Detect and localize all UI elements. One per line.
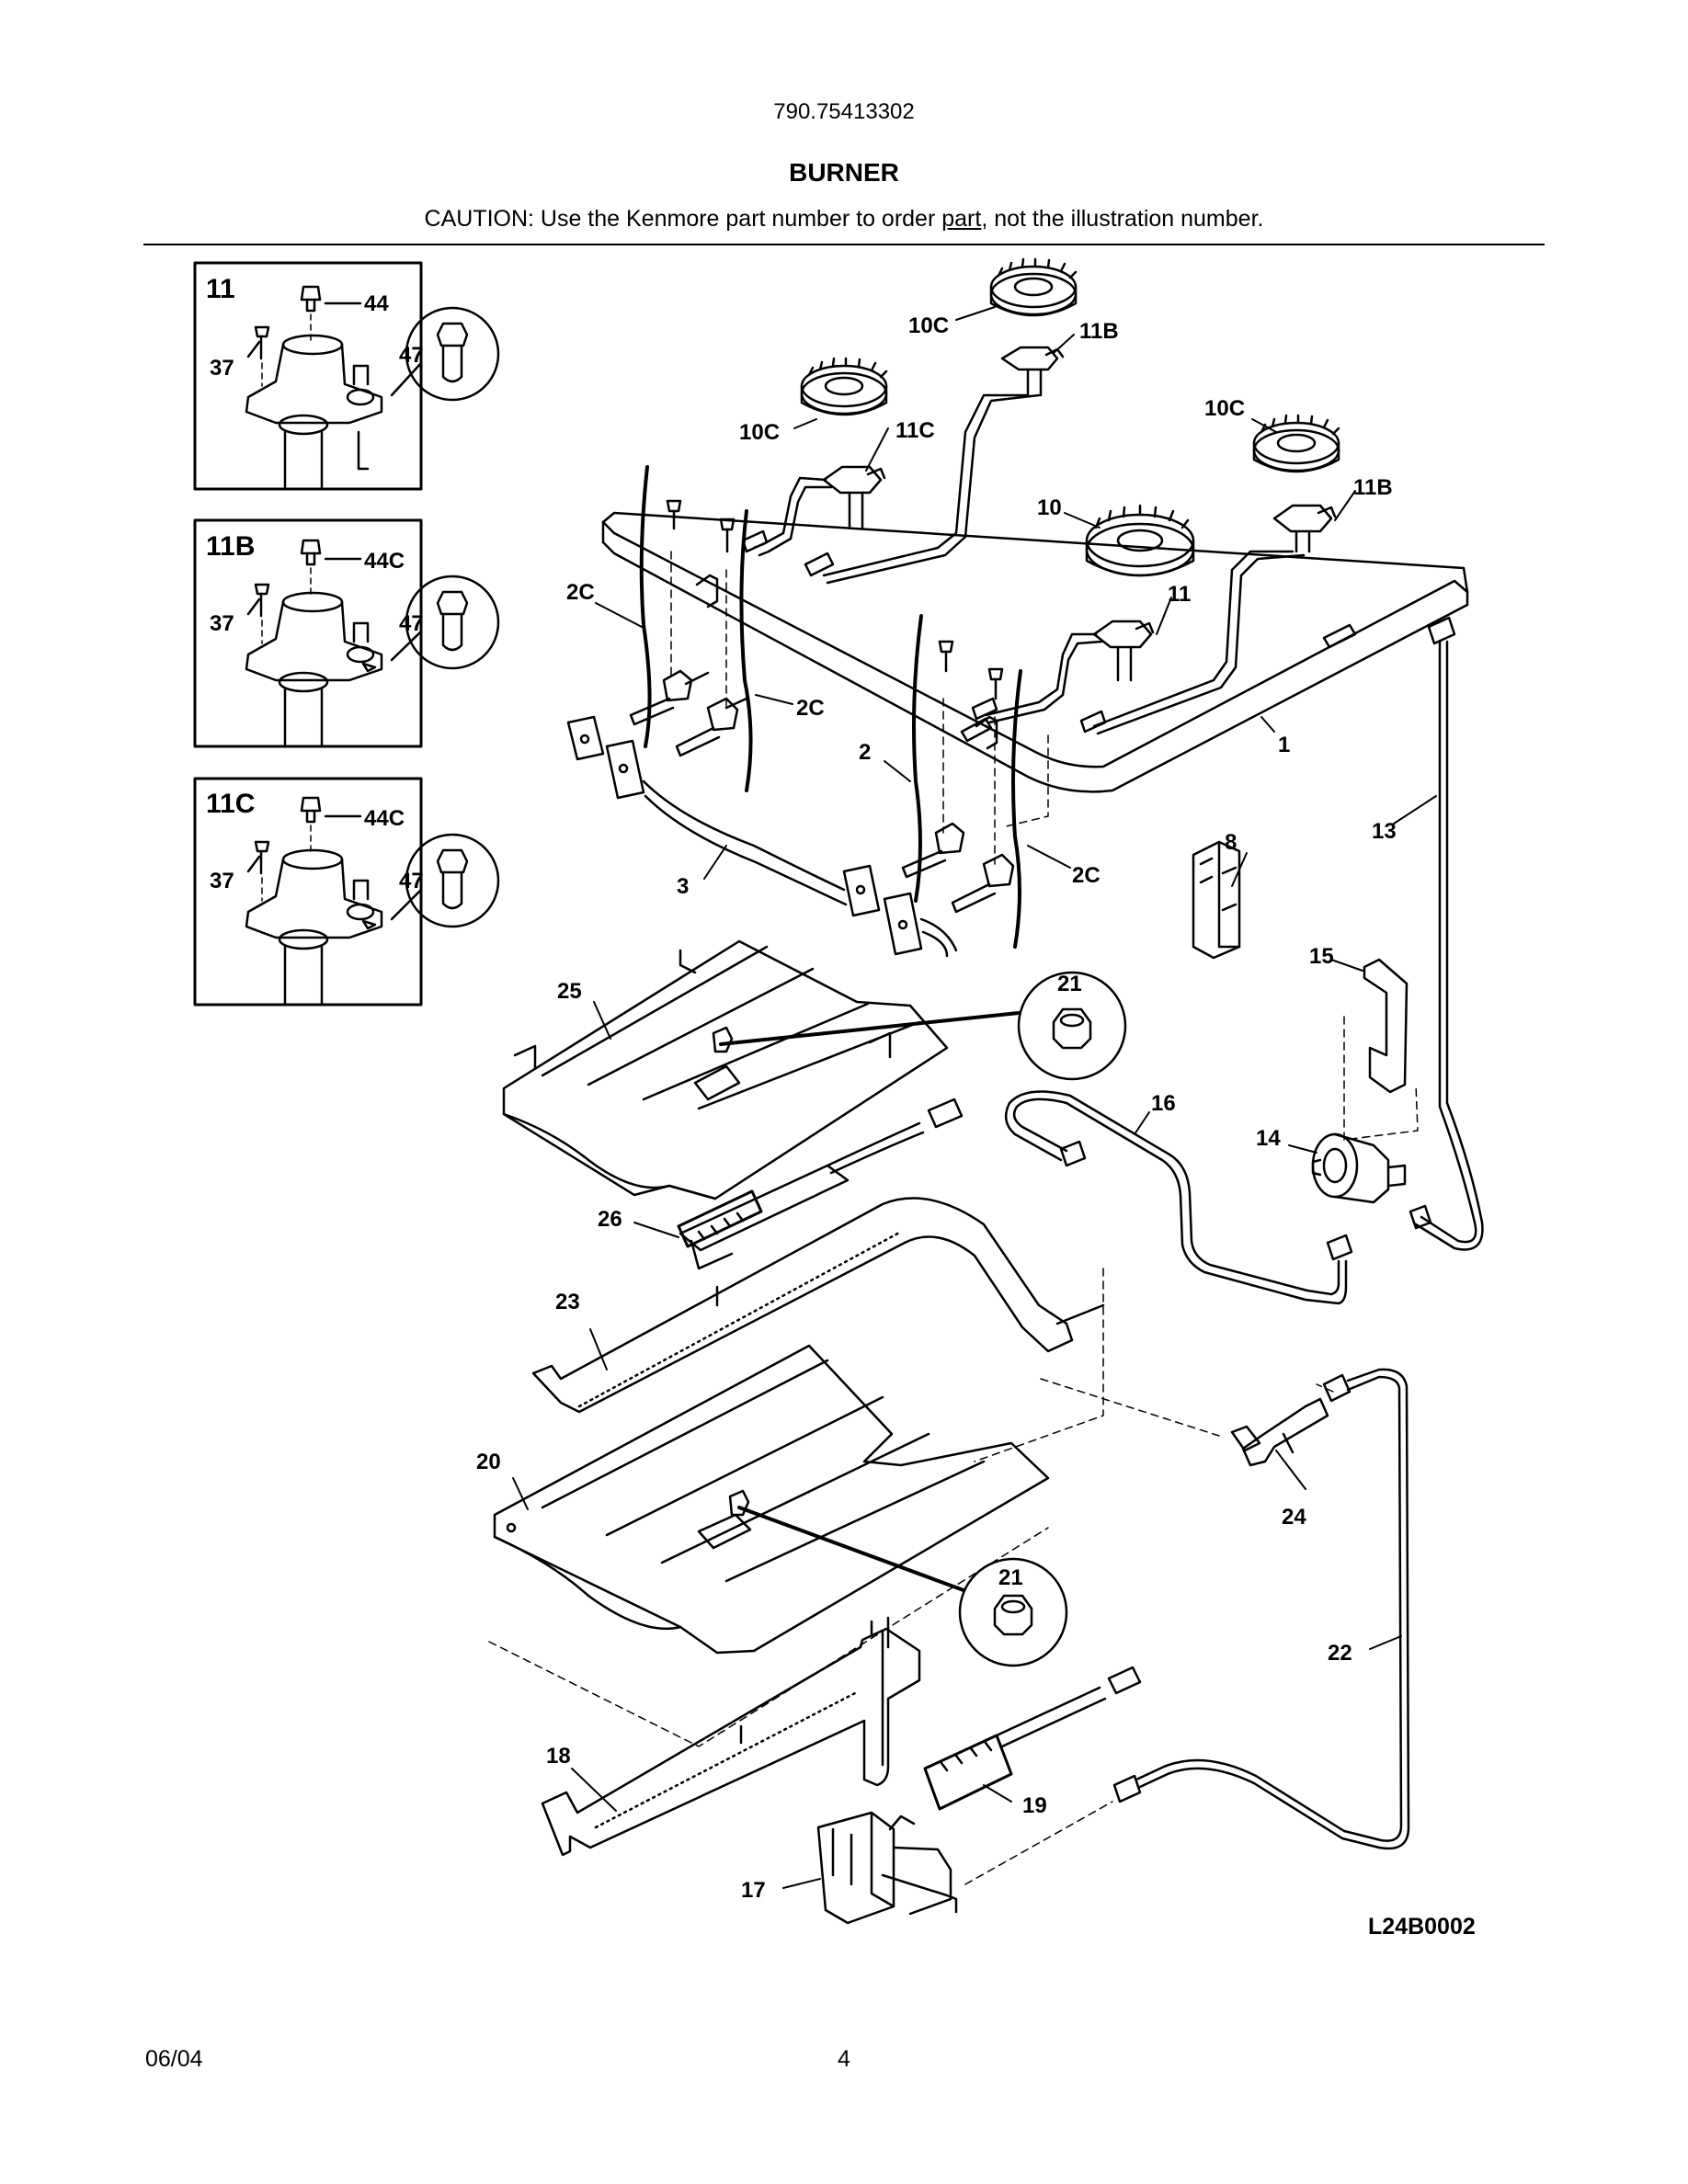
burner-head-10c-left — [800, 357, 888, 416]
burner-baffle-lower — [488, 1344, 1050, 1747]
caution-part-word: part — [941, 206, 982, 232]
manifold-pipe — [601, 511, 1469, 793]
callout-2c-middle[interactable]: 2C — [796, 696, 825, 721]
safety-valve — [816, 1801, 1113, 1925]
inset-11b-label-44c: 44C — [364, 549, 405, 574]
tube-fittings — [741, 529, 1107, 734]
inset-box-11 — [193, 261, 500, 491]
callout-1[interactable]: 1 — [1278, 733, 1290, 757]
callout-11b-top[interactable]: 11B — [1079, 319, 1119, 344]
diagram-reference-code: L24B0002 — [1368, 1914, 1476, 1939]
gas-valves-left — [629, 669, 748, 757]
callout-11b-right[interactable]: 11B — [1353, 475, 1393, 500]
igniter-upper — [677, 1098, 964, 1270]
inset-11b-label-47: 47 — [399, 611, 424, 636]
caution-note: CAUTION: Use the Kenmore part number to … — [0, 206, 1688, 233]
tube-16 — [1004, 1090, 1353, 1305]
oven-burner-upper — [531, 1197, 1105, 1462]
inset-11-label-44: 44 — [364, 291, 389, 316]
pressure-regulator — [1311, 1132, 1407, 1204]
burner-shield-upper — [502, 939, 949, 1200]
gas-valves-right — [901, 822, 1015, 914]
callout-2c-right[interactable]: 2C — [1072, 863, 1101, 888]
inset-11c-label-44c: 44C — [364, 806, 405, 831]
callout-18[interactable]: 18 — [546, 1744, 571, 1769]
callout-21-upper[interactable]: 21 — [1057, 972, 1082, 996]
inset-11-label-47: 47 — [399, 343, 424, 368]
callout-3[interactable]: 3 — [677, 874, 689, 899]
inset-box-11c — [193, 777, 500, 1007]
callout-22[interactable]: 22 — [1328, 1641, 1352, 1666]
section-title: BURNER — [789, 158, 899, 187]
inset-title-11c: 11C — [206, 789, 255, 819]
caution-suffix: , not the illustration number. — [981, 206, 1264, 232]
callout-leaders[interactable] — [512, 306, 1437, 1889]
valve-bracket-right — [912, 614, 1049, 949]
callout-2[interactable]: 2 — [859, 740, 871, 765]
callout-10[interactable]: 10 — [1037, 495, 1062, 520]
burner-head-10 — [1085, 504, 1195, 577]
valve-bracket-15 — [1343, 958, 1419, 1141]
inset-title-11: 11 — [206, 274, 235, 304]
callout-15[interactable]: 15 — [1309, 944, 1334, 969]
callout-24[interactable]: 24 — [1282, 1505, 1306, 1530]
wire-harness — [566, 715, 958, 958]
callout-26[interactable]: 26 — [598, 1207, 622, 1232]
broil-burner-lower — [541, 1616, 921, 1857]
nut-detail-lower — [728, 1489, 1068, 1667]
callout-20[interactable]: 20 — [476, 1450, 501, 1474]
burner-base-11b-right — [1092, 504, 1337, 735]
callout-10c-top[interactable]: 10C — [908, 313, 949, 338]
callout-2c-left[interactable]: 2C — [566, 580, 595, 605]
callout-17[interactable]: 17 — [741, 1878, 766, 1903]
inset-box-11b — [193, 518, 500, 748]
callout-13[interactable]: 13 — [1372, 819, 1397, 844]
model-number: 790.75413302 — [773, 99, 915, 124]
burner-base-11c-left — [752, 465, 886, 557]
callout-19[interactable]: 19 — [1022, 1793, 1047, 1818]
burner-head-10c-top — [989, 257, 1078, 317]
caution-prefix: CAUTION: Use the Kenmore part number to … — [424, 206, 942, 232]
igniter-lower — [923, 1666, 1142, 1811]
nut-detail-upper — [712, 971, 1127, 1081]
callout-14[interactable]: 14 — [1256, 1126, 1281, 1151]
callout-11[interactable]: 11 — [1168, 582, 1191, 607]
inset-11-label-37: 37 — [210, 356, 234, 381]
callout-11c[interactable]: 11C — [895, 418, 935, 443]
elbow-fitting — [1040, 1378, 1334, 1467]
callout-23[interactable]: 23 — [555, 1290, 580, 1314]
callout-10c-right[interactable]: 10C — [1204, 396, 1245, 421]
footer-date: 06/04 — [145, 2046, 203, 2072]
inset-11c-label-47: 47 — [399, 869, 424, 893]
tube-13 — [1409, 616, 1484, 1251]
callout-16[interactable]: 16 — [1151, 1091, 1176, 1116]
callout-21-lower[interactable]: 21 — [998, 1565, 1023, 1590]
burner-head-10c-right — [1252, 414, 1340, 473]
callout-8[interactable]: 8 — [1225, 830, 1237, 855]
burner-base-11 — [984, 620, 1155, 724]
spark-module — [1192, 840, 1241, 960]
callout-10c-left[interactable]: 10C — [739, 420, 780, 445]
header-rule — [143, 244, 1545, 245]
inset-11c-label-37: 37 — [210, 869, 234, 893]
valve-bracket-left — [639, 465, 753, 792]
inset-title-11b: 11B — [206, 531, 255, 562]
callout-25[interactable]: 25 — [557, 979, 582, 1004]
inset-11b-label-37: 37 — [210, 611, 234, 636]
tube-22 — [1112, 1368, 1410, 1850]
page-number: 4 — [838, 2046, 850, 2072]
burner-base-11b-top — [822, 346, 1065, 585]
